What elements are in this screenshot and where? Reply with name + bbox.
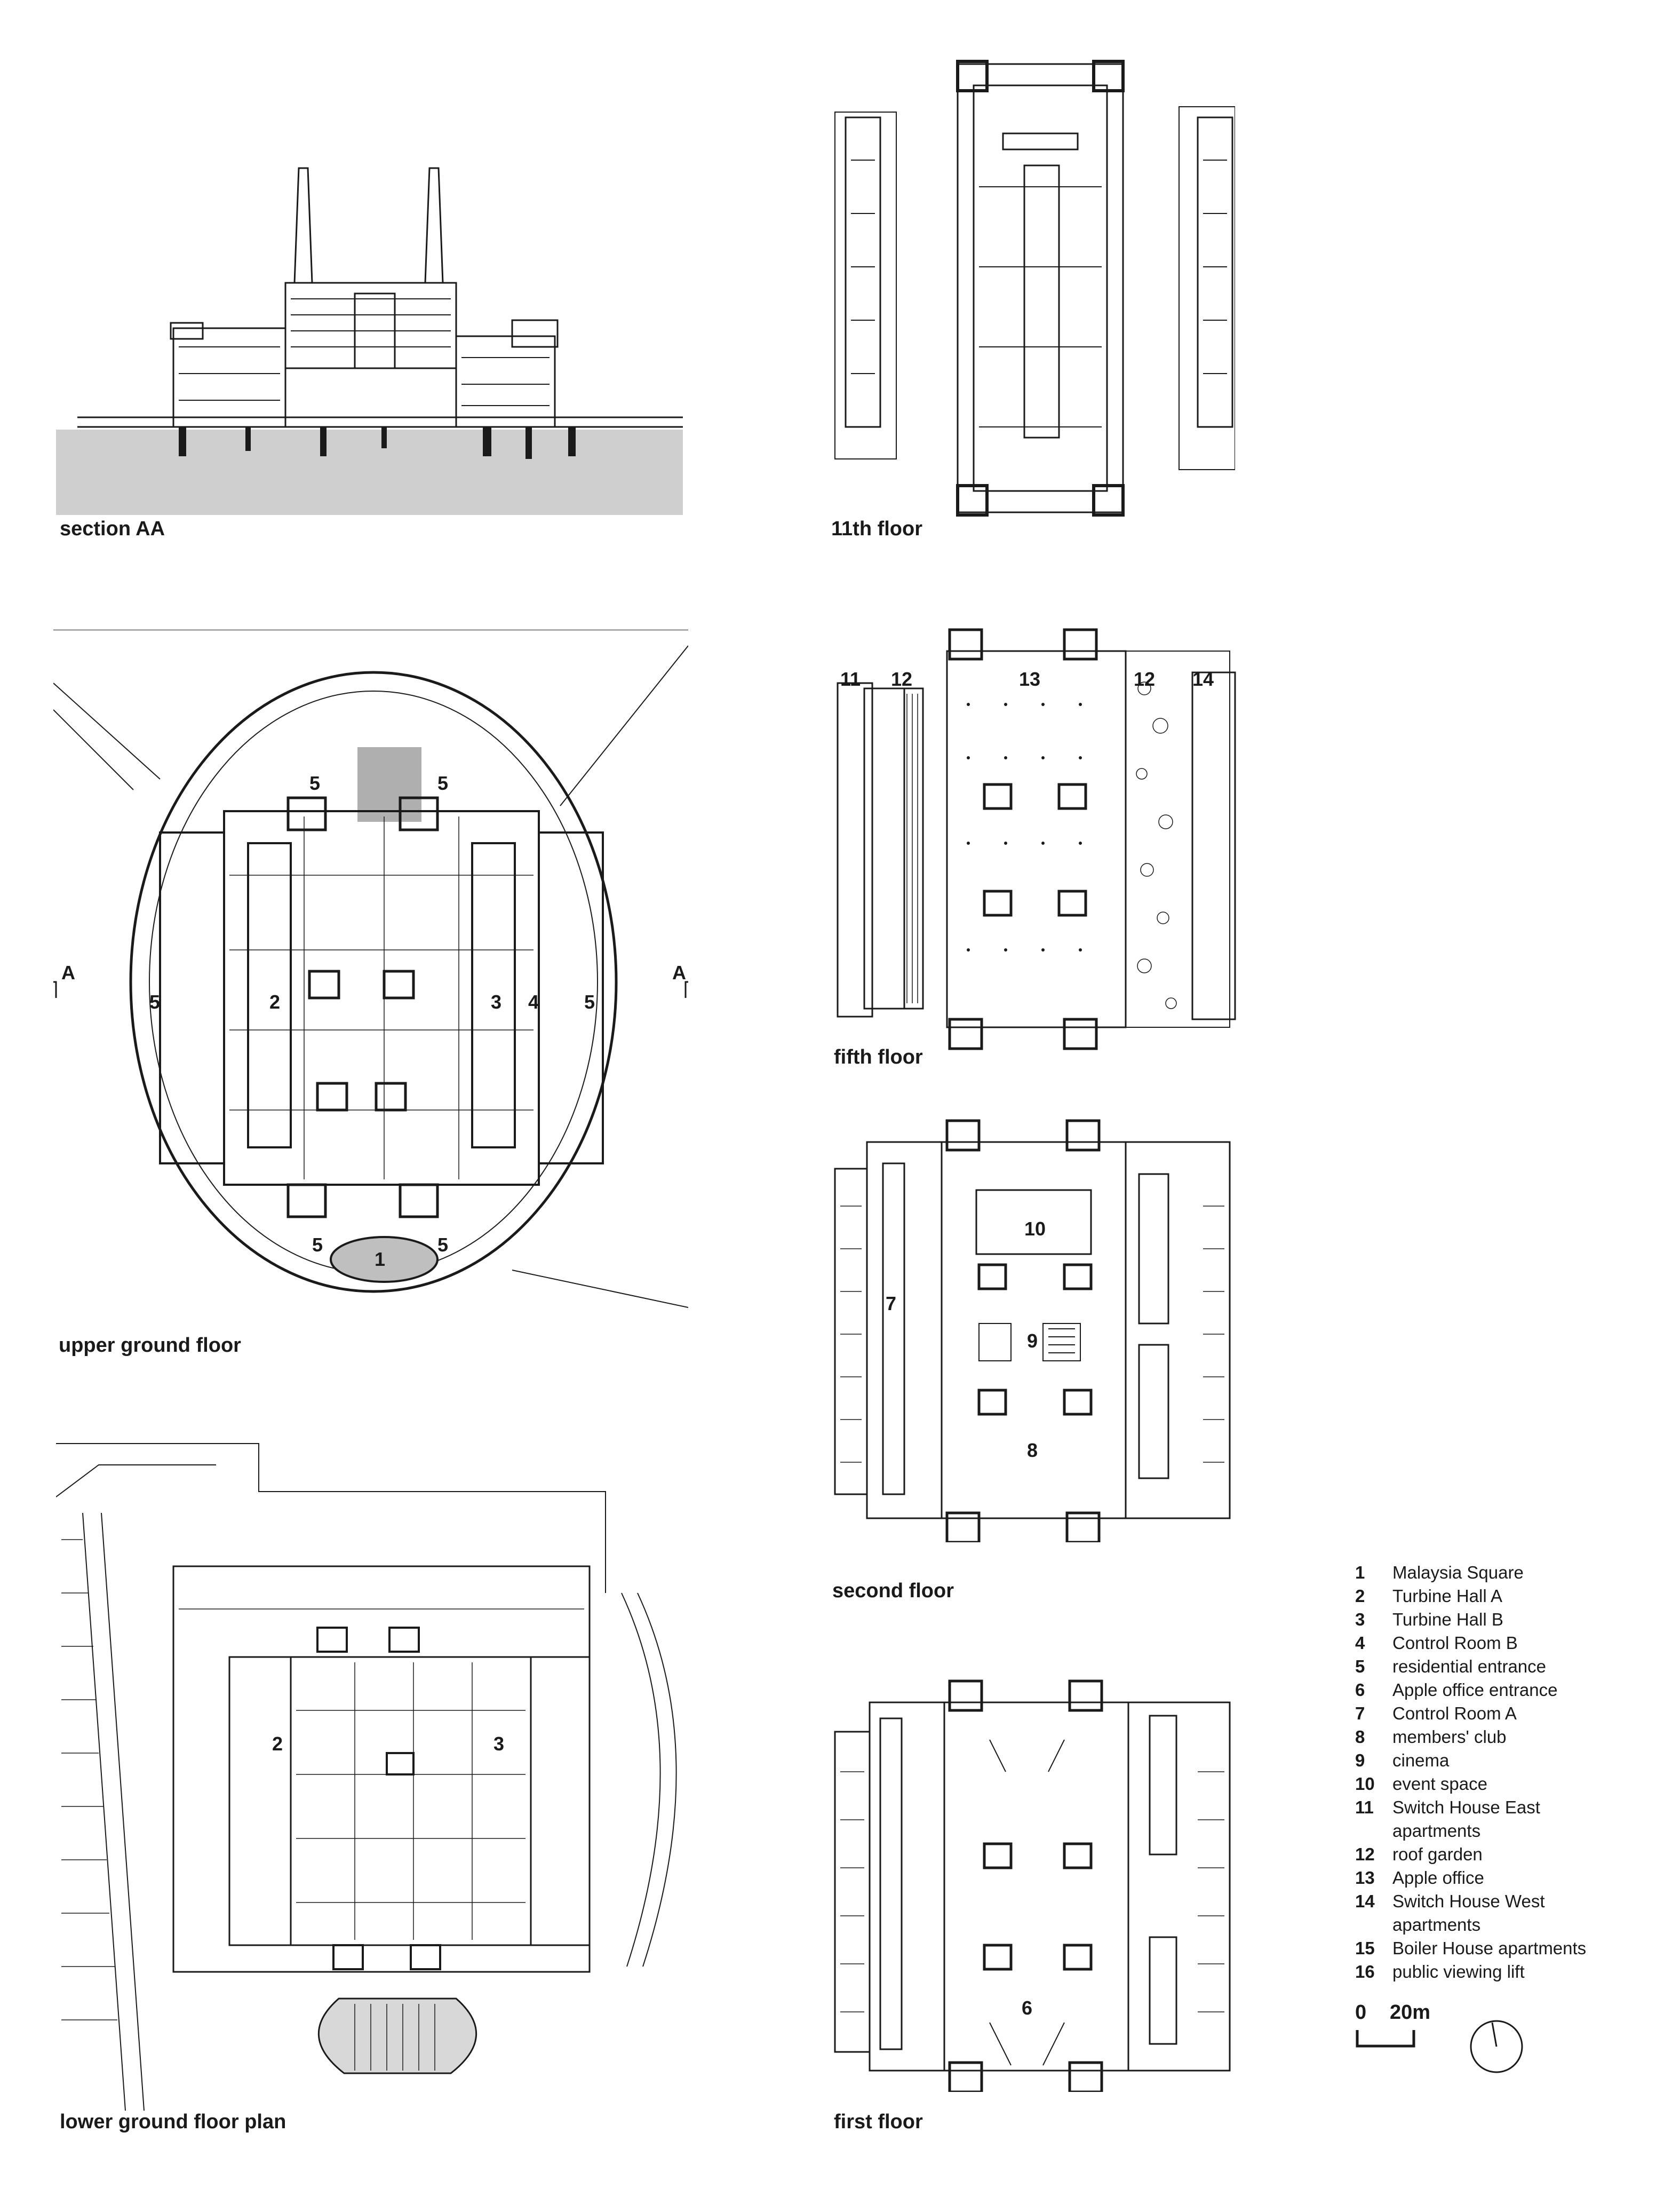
legend: 1 Malaysia Square 2 Turbine Hall A 3 Turbine … (1355, 1561, 1654, 1984)
legend-item: 13 Apple office (1355, 1866, 1654, 1890)
caption-section-aa: section AA (60, 518, 165, 540)
legend-item: apartments (1355, 1913, 1654, 1937)
caption-upper-ground-floor: upper ground floor (59, 1334, 241, 1357)
legend-label: public viewing lift (1392, 1962, 1525, 1981)
legend-key: 8 (1355, 1727, 1365, 1747)
legend-key: 7 (1355, 1703, 1365, 1723)
plan-number: 5 (437, 772, 448, 794)
legend-label: members' club (1392, 1727, 1507, 1747)
legend-item: 12 roof garden (1355, 1843, 1654, 1866)
legend-label: Control Room B (1392, 1633, 1518, 1653)
legend-label: event space (1392, 1774, 1487, 1794)
legend-item: 9 cinema (1355, 1749, 1654, 1772)
legend-item: 5 residential entrance (1355, 1655, 1654, 1678)
legend-label: Turbine Hall A (1392, 1586, 1503, 1606)
legend-key: 10 (1355, 1774, 1375, 1794)
legend-item: 3 Turbine Hall B (1355, 1608, 1654, 1631)
legend-label: Switch House East (1392, 1797, 1540, 1817)
plan-number: 5 (312, 1234, 323, 1256)
north-arrow-icon (1467, 2017, 1526, 2076)
legend-label: apartments (1392, 1915, 1481, 1935)
legend-item: 16 public viewing lift (1355, 1960, 1654, 1984)
upper-ground-floor-plan: A A 5 5 2 3 4 5 5 5 5 1 (53, 630, 688, 1326)
legend-key: 5 (1355, 1656, 1365, 1676)
legend-label: Malaysia Square (1392, 1563, 1524, 1582)
legend-key: 2 (1355, 1586, 1365, 1606)
legend-item: 11 Switch House East (1355, 1796, 1654, 1819)
plan-number: 3 (491, 991, 501, 1013)
legend-label: Control Room A (1392, 1703, 1517, 1723)
legend-item: 7 Control Room A (1355, 1702, 1654, 1725)
first-floor-plan: 6 (830, 1660, 1240, 2092)
legend-label: Boiler House apartments (1392, 1938, 1587, 1958)
legend-label: roof garden (1392, 1844, 1483, 1864)
caption-second-floor: second floor (832, 1580, 954, 1602)
legend-label: Apple office (1392, 1868, 1484, 1888)
legend-key: 14 (1355, 1891, 1375, 1911)
caption-first-floor: first floor (834, 2111, 923, 2133)
legend-label: cinema (1392, 1750, 1450, 1770)
plan-number: 12 (1134, 668, 1155, 690)
plan-number: 12 (891, 668, 912, 690)
legend-key: 11 (1355, 1797, 1374, 1817)
legend-key (1355, 1913, 1392, 1937)
legend-item: 14 Switch House West (1355, 1890, 1654, 1913)
legend-label: apartments (1392, 1821, 1481, 1841)
scale-bar: 0 20m (1355, 2001, 1472, 2060)
plan-number: 13 (1019, 668, 1040, 690)
legend-key: 16 (1355, 1962, 1375, 1981)
legend-key: 1 (1355, 1563, 1365, 1582)
fifth-floor-plan: 11 12 13 12 14 (830, 619, 1240, 1054)
plan-number: 5 (149, 991, 160, 1013)
legend-label: Switch House West (1392, 1891, 1545, 1911)
section-marker-left: A (61, 962, 75, 984)
legend-label: Apple office entrance (1392, 1680, 1558, 1700)
legend-key: 9 (1355, 1750, 1365, 1770)
plan-number: 8 (1027, 1439, 1038, 1461)
legend-key: 15 (1355, 1938, 1375, 1958)
plan-number: 2 (269, 991, 280, 1013)
legend-key (1355, 1819, 1392, 1843)
legend-item: apartments (1355, 1819, 1654, 1843)
eleventh-floor-plan (830, 53, 1235, 518)
plan-number: 11 (840, 668, 861, 690)
legend-label: residential entrance (1392, 1656, 1547, 1676)
legend-item: 6 Apple office entrance (1355, 1678, 1654, 1702)
legend-item: 10 event space (1355, 1772, 1654, 1796)
plan-number: 3 (493, 1733, 504, 1755)
legend-item: 8 members' club (1355, 1725, 1654, 1749)
plan-number: 5 (437, 1234, 448, 1256)
legend-key: 4 (1355, 1633, 1365, 1653)
legend-key: 6 (1355, 1680, 1365, 1700)
legend-item: 15 Boiler House apartments (1355, 1937, 1654, 1960)
plan-number: 14 (1192, 668, 1214, 690)
section-aa-drawing (56, 160, 683, 515)
legend-item: 4 Control Room B (1355, 1631, 1654, 1655)
caption-eleventh-floor: 11th floor (831, 518, 923, 540)
legend-key: 12 (1355, 1844, 1375, 1864)
section-marker-right: A (672, 962, 686, 984)
legend-item: 2 Turbine Hall A (1355, 1584, 1654, 1608)
plan-number: 9 (1027, 1330, 1038, 1352)
second-floor-plan: 10 7 9 8 (830, 1110, 1240, 1542)
plan-number: 5 (309, 772, 320, 794)
plan-number: 4 (528, 991, 539, 1013)
plan-number: 1 (375, 1248, 385, 1270)
caption-fifth-floor: fifth floor (834, 1046, 923, 1068)
legend-label: Turbine Hall B (1392, 1610, 1503, 1629)
scale-start-label: 0 (1355, 2001, 1367, 2024)
caption-lower-ground-floor: lower ground floor plan (60, 2111, 286, 2133)
legend-item: 1 Malaysia Square (1355, 1561, 1654, 1584)
lower-ground-floor-plan: 2 3 (56, 1433, 691, 2111)
plan-number: 6 (1022, 1997, 1032, 2019)
plan-number: 5 (584, 991, 595, 1013)
legend-key: 13 (1355, 1868, 1375, 1888)
plan-number: 7 (886, 1293, 896, 1314)
plan-number: 2 (272, 1733, 283, 1755)
legend-key: 3 (1355, 1610, 1365, 1629)
scale-end-label: 20m (1390, 2001, 1431, 2024)
plan-number: 10 (1024, 1218, 1046, 1240)
